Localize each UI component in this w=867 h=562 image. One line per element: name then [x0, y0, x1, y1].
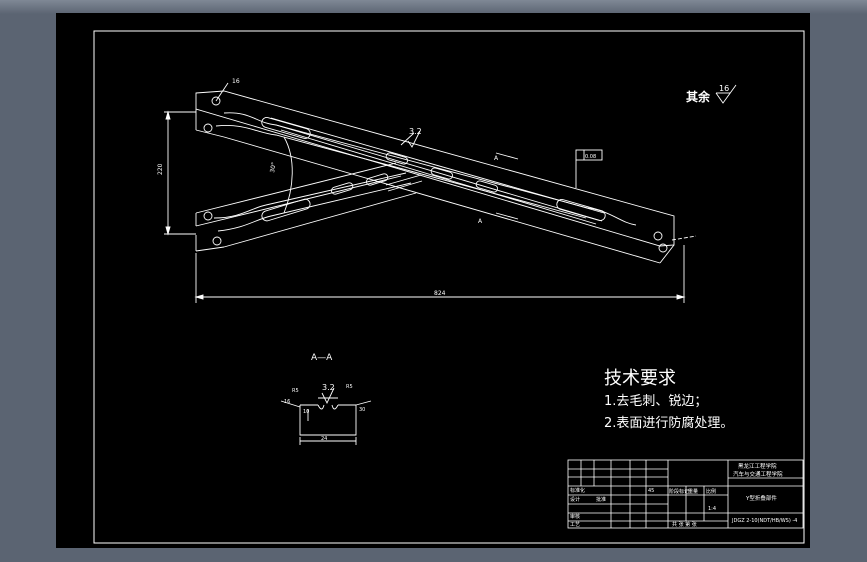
label-process: 工艺: [570, 522, 580, 528]
label-scale: 比例: [706, 488, 716, 495]
label-designer: 设计: [570, 496, 580, 503]
section-mark-top: A: [494, 155, 499, 162]
flatness-box: [575, 149, 603, 161]
tech-req-item-2: 2.表面进行防腐处理。: [604, 415, 733, 431]
section-dim-4: 24: [321, 436, 327, 442]
tech-req-item-1: 1.去毛刺、锐边；: [604, 394, 707, 409]
inner-frame: [93, 30, 805, 544]
dimension-height: [164, 110, 196, 236]
roughness-rest-label: 其余: [686, 89, 711, 104]
title-block: [567, 459, 804, 529]
hole-note-text: 16: [232, 78, 240, 85]
section-dim-0: R5: [292, 388, 299, 394]
angle-arc: [283, 136, 293, 214]
school-line-2: 汽车与交通工程学院: [733, 470, 783, 478]
section-dim-3: 10: [303, 409, 309, 415]
section-cut-bottom: [495, 212, 519, 220]
scale-value: 1:4: [708, 506, 716, 512]
label-review: 审核: [570, 513, 580, 520]
part-name: Y型折叠部件: [745, 494, 777, 502]
viewer-titlebar: [0, 0, 867, 14]
section-dim-5: 30: [359, 407, 365, 413]
section-view: [280, 387, 372, 445]
hole-leader: [215, 82, 229, 102]
section-mark-bottom: A: [478, 218, 483, 225]
label-stage: 阶段标记: [669, 488, 689, 495]
length-dim-text: 824: [434, 290, 446, 297]
section-roughness-text: 3.2: [322, 383, 335, 392]
angle-dim-text: 30°: [269, 162, 278, 174]
label-approve: 批准: [596, 496, 606, 503]
label-standard: 标准化: [570, 487, 585, 494]
main-part-view: [164, 82, 697, 303]
drawing-sheet[interactable]: 16 220 824 30° 3.2 0.08 A A 其余 16 A—A: [56, 13, 810, 548]
label-weight: 重量: [688, 488, 698, 495]
roughness-leader: [400, 132, 415, 146]
school-line-1: 黑龙江工程学院: [738, 462, 777, 470]
roughness-rest-value: 16: [719, 84, 729, 93]
section-dim-2: R5: [346, 384, 353, 390]
dimension-length: [194, 245, 686, 303]
section-title: A—A: [311, 353, 333, 363]
material-text: 45: [648, 488, 654, 494]
label-sheets: 共 张 第 张: [672, 521, 697, 528]
surface-roughness-text: 3.2: [409, 127, 422, 136]
tech-req-title: 技术要求: [604, 368, 676, 389]
arm-upper: [195, 90, 675, 264]
drawing-number: JDGZ 2-10(NDT/HB/WS) -4: [731, 518, 797, 524]
section-cut-top: [495, 152, 519, 160]
arm-lower: [195, 162, 423, 252]
height-dim-text: 220: [157, 163, 164, 175]
flatness-text: 0.08: [585, 154, 596, 160]
drawing-canvas[interactable]: 16 220 824 30° 3.2 0.08 A A 其余 16 A—A: [56, 13, 810, 548]
roughness-symbol: [715, 84, 737, 104]
section-dim-1: 16: [284, 399, 290, 405]
